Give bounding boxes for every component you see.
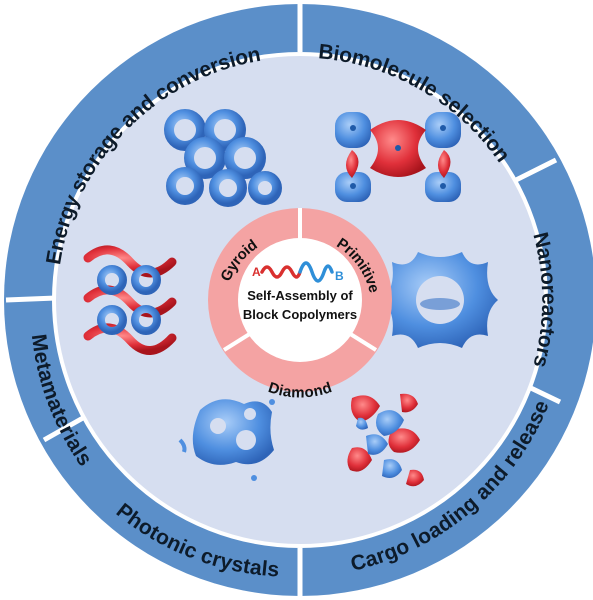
structure-blue-primitive-unit: [382, 252, 498, 348]
block-a-label: A: [252, 265, 261, 279]
structure-red-blue-primitive: [335, 112, 461, 202]
block-b-label: B: [335, 269, 344, 283]
center-title-line2: Block Copolymers: [243, 307, 357, 322]
block-copolymer-chain: A B: [252, 261, 344, 283]
structure-red-blue-gyroid: [83, 245, 177, 355]
center-title-line1: Self-Assembly of: [247, 288, 353, 303]
structure-red-blue-diamond: [347, 393, 424, 487]
structure-blue-lattice-top: [164, 109, 282, 207]
block-a-chain: [260, 265, 302, 279]
structure-blue-diamond: [178, 399, 275, 481]
block-b-chain: [298, 261, 334, 283]
label-diamond: Diamond: [266, 379, 334, 401]
